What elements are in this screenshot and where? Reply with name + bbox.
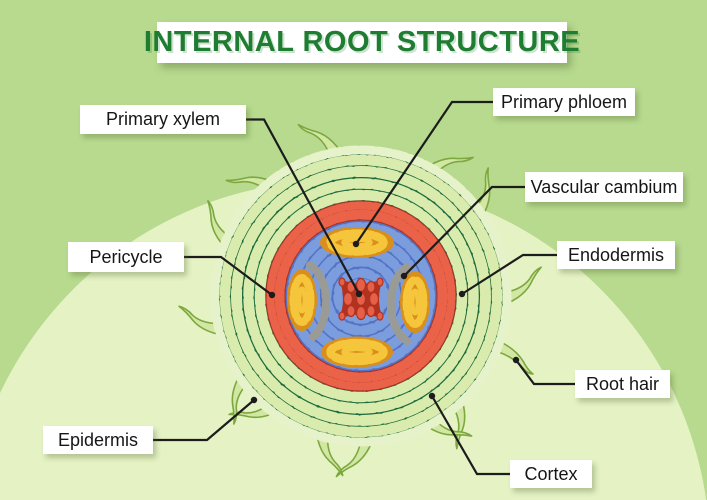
label-endodermis: Endodermis — [548, 236, 675, 272]
label-pericycle: Pericycle — [59, 237, 184, 275]
primary-phloem-lens-right — [400, 271, 430, 333]
pointer-pericycle — [184, 255, 273, 296]
label-cortex: Cortex — [501, 455, 592, 491]
label-primary-phloem: Primary phloem — [484, 83, 635, 119]
pointer-primary-xylem — [246, 118, 360, 295]
gray-cell-arc-left — [306, 261, 331, 343]
pointer-vascular-cambium — [403, 185, 525, 277]
page-title: INTERNAL ROOT STRUCTURE — [143, 26, 581, 58]
primary-phloem-lens-bottom — [321, 336, 393, 368]
pointer-cortex — [431, 395, 510, 476]
title-banner: INTERNAL ROOT STRUCTURE — [144, 15, 580, 66]
pointer-endodermis — [461, 253, 557, 295]
primary-xylem-core — [338, 277, 384, 321]
label-primary-xylem: Primary xylem — [71, 100, 246, 137]
gray-cell-arc-right — [386, 263, 411, 345]
label-vascular-cambium: Vascular cambium — [516, 167, 683, 205]
pointer-root-hair — [515, 359, 575, 386]
pointer-epidermis — [153, 399, 255, 442]
label-root-hair: Root hair — [566, 365, 670, 401]
primary-phloem-lens-left — [287, 269, 317, 331]
pointer-lines — [153, 100, 575, 476]
label-epidermis: Epidermis — [34, 421, 153, 457]
pointer-primary-phloem — [355, 100, 493, 245]
